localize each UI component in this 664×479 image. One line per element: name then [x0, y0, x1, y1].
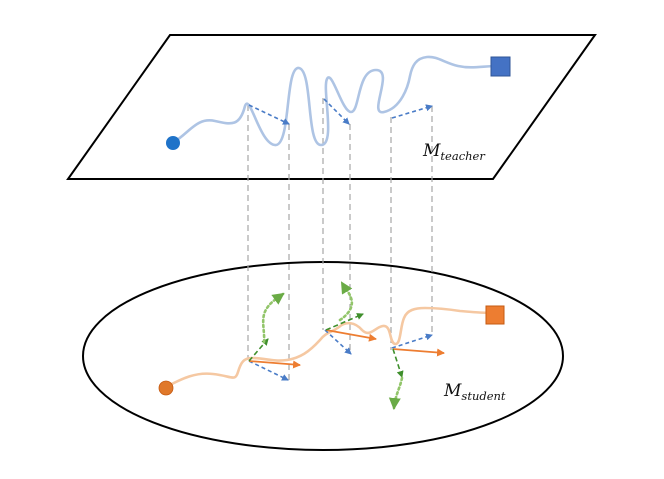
- green-dotted-arrow: [338, 281, 354, 322]
- green-dotted-arrow: [388, 376, 404, 410]
- student-end-square: [485, 305, 505, 325]
- teacher-start-point: [166, 136, 180, 150]
- student-arrow: [325, 329, 377, 342]
- green-dotted-arrow: [261, 292, 285, 344]
- student-trajectory: [164, 306, 496, 389]
- teacher-end-square: [490, 56, 511, 77]
- teacher-manifold-label: Mteacher: [422, 141, 486, 163]
- projected-arrow: [391, 333, 433, 349]
- green-dashed-arrow: [392, 348, 404, 378]
- green-dotted-arrows: [261, 281, 404, 410]
- projected-arrow: [324, 329, 352, 355]
- teacher-gradient-arrows: [248, 98, 433, 125]
- teacher-trajectory: [172, 55, 501, 147]
- green-dashed-arrow: [325, 313, 364, 331]
- projected-arrow: [248, 360, 289, 381]
- student-manifold-label: Mstudent: [443, 381, 506, 403]
- projection-lines: [247, 98, 433, 380]
- student-projected-teacher-arrows: [248, 329, 433, 381]
- student-update-arrows: [248, 329, 445, 369]
- student-arrow: [248, 360, 301, 369]
- student-start-point: [158, 380, 174, 396]
- student-arrow: [392, 348, 445, 357]
- teacher-arrow: [248, 104, 290, 125]
- teacher-arrow: [323, 98, 350, 125]
